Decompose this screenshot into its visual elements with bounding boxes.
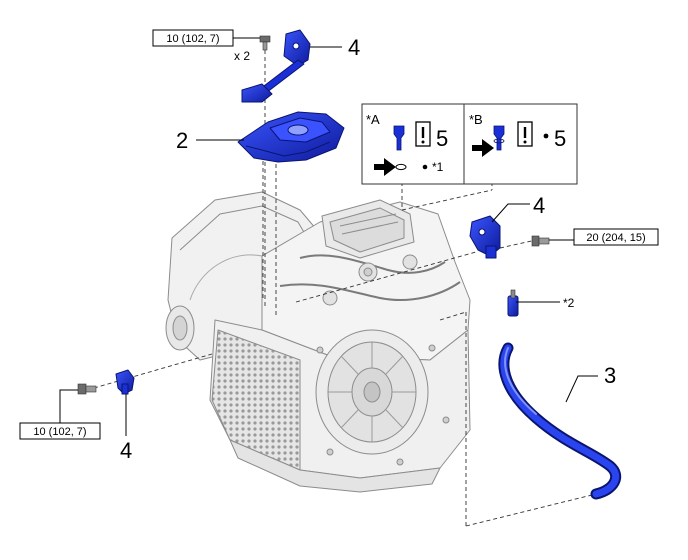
o-ring-icon — [395, 163, 407, 171]
arrow-right-icon — [472, 139, 494, 157]
bolt-icon — [259, 35, 271, 51]
legend-panel-a: *A 5 *1 — [366, 112, 448, 176]
torque-bottom-left: 10 (102, 7) — [19, 389, 101, 440]
bullet-dot — [543, 133, 549, 139]
hose-end-note: *2 — [563, 296, 575, 310]
legend-panel-a-number: 5 — [436, 126, 448, 151]
bottom-sensor-part — [115, 369, 135, 395]
bolt-a-icon — [393, 125, 405, 151]
quantity-label: x 2 — [234, 49, 250, 63]
transmission-case — [165, 191, 471, 493]
bolt-b-icon — [493, 125, 505, 151]
bolt-icon — [531, 235, 550, 247]
cover-part — [237, 111, 345, 163]
oil-hose-part — [498, 289, 622, 500]
callout-bracket-top: 4 — [348, 35, 360, 60]
callout-cover: 2 — [176, 128, 188, 153]
top-bracket-part — [241, 29, 311, 103]
right-sensor-part — [469, 215, 501, 259]
callout-leaders — [125, 46, 598, 436]
legend-box: *A 5 *1 *B 5 — [361, 103, 578, 185]
legend-panel-a-label: *A — [366, 112, 380, 127]
bullet-dot — [422, 164, 428, 170]
torque-bottom-left-value: 10 (102, 7) — [33, 426, 86, 438]
torque-right: 20 (204, 15) — [549, 228, 659, 246]
torque-right-value: 20 (204, 15) — [586, 232, 645, 244]
bolt-icon — [77, 383, 97, 395]
legend-panel-b-number: 5 — [554, 126, 566, 151]
arrow-right-icon — [374, 158, 396, 176]
legend-panel-b-label: *B — [469, 112, 483, 127]
legend-panel-a-note: *1 — [432, 160, 444, 174]
callout-sensor-right: 4 — [533, 193, 545, 218]
callout-hose: 3 — [604, 363, 616, 388]
torque-top-left: 10 (102, 7) — [152, 29, 260, 47]
legend-panel-b: *B 5 — [469, 112, 566, 157]
torque-top-left-value: 10 (102, 7) — [166, 33, 219, 45]
callout-sensor-bottom: 4 — [120, 438, 132, 463]
